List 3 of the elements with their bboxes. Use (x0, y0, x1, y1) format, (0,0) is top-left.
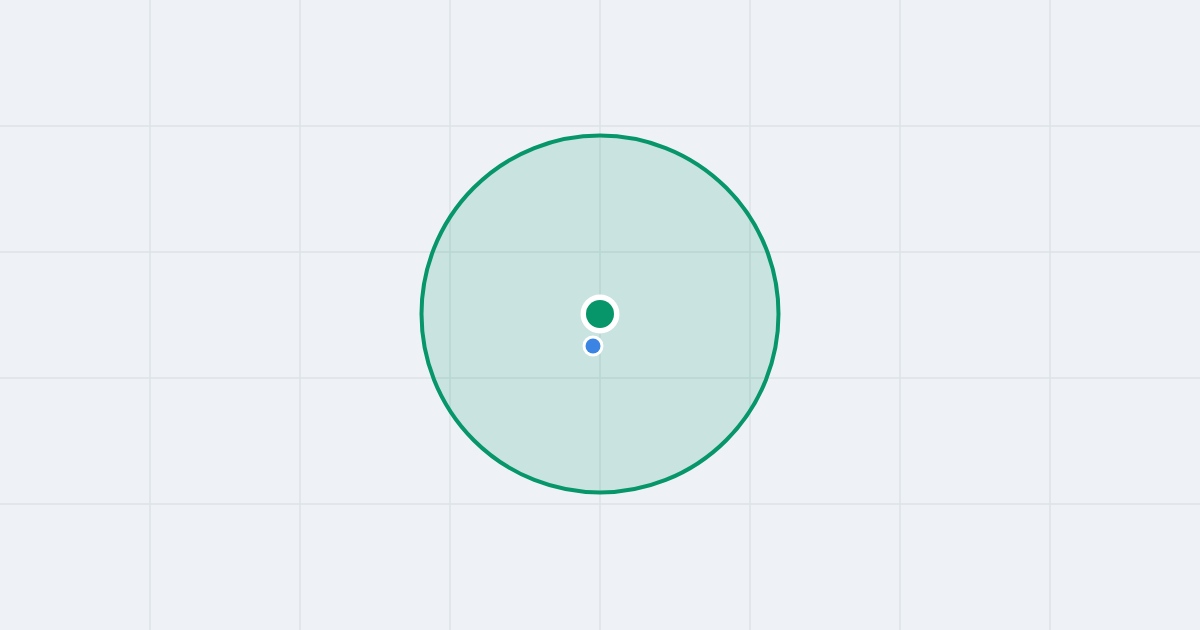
center-dot-icon (580, 294, 620, 334)
radius-circle (419, 133, 781, 495)
location-dot-icon (582, 335, 604, 357)
